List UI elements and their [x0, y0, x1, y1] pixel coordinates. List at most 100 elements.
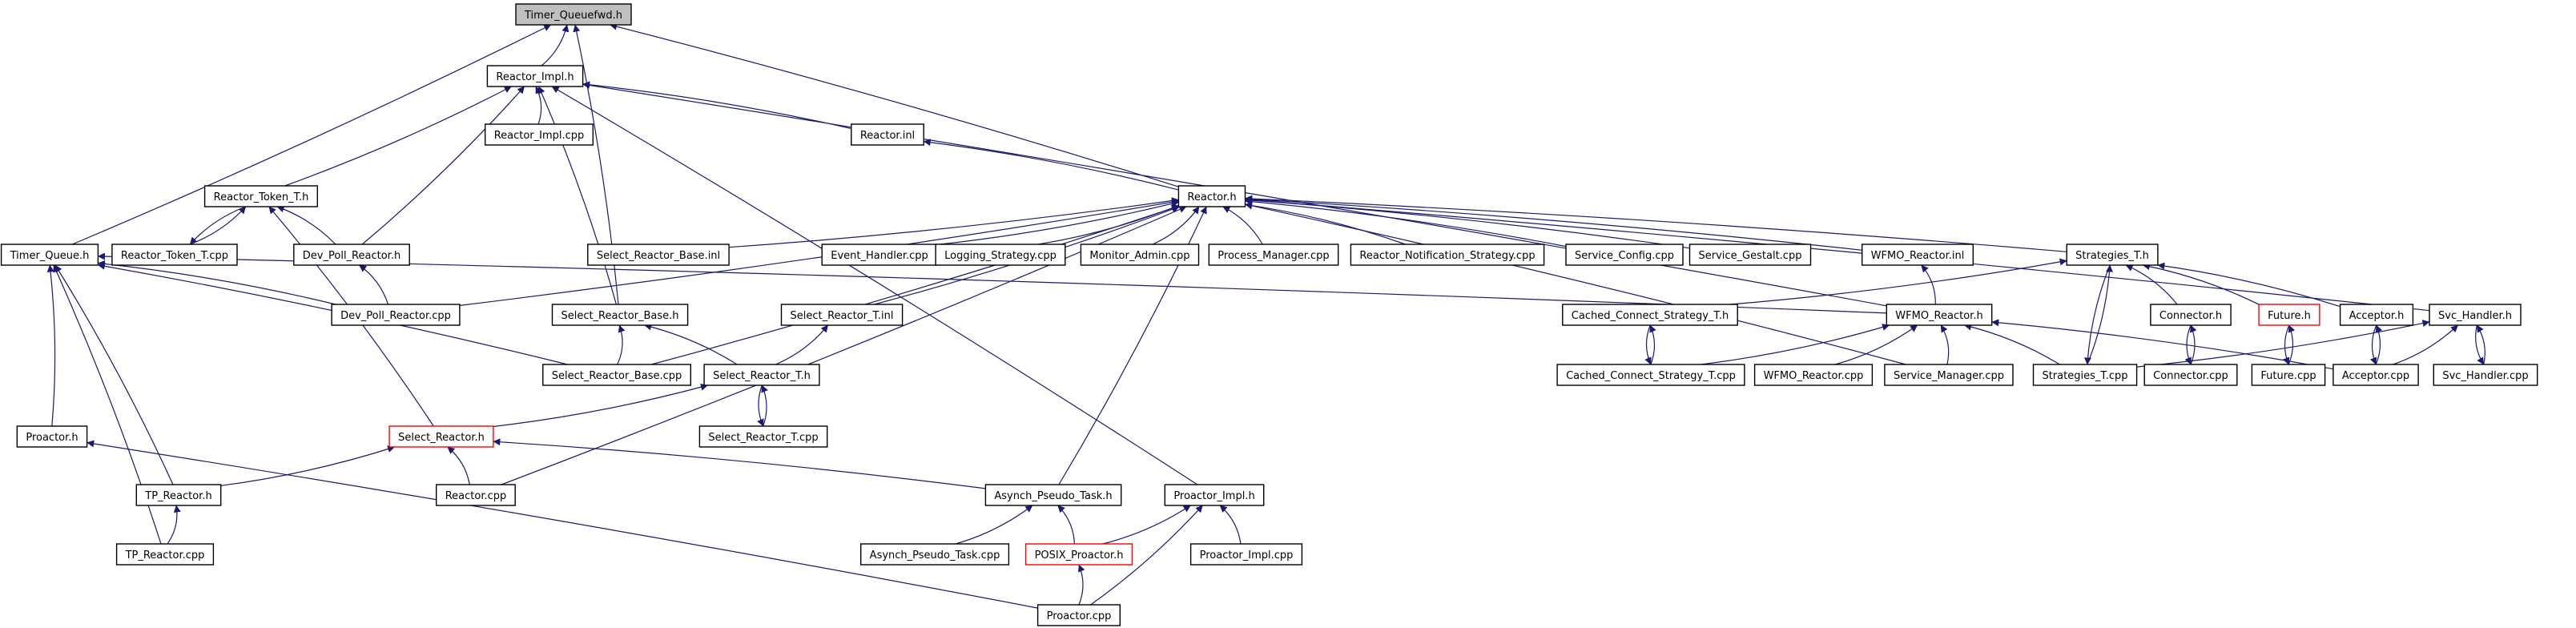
- edge-service-manager-cpp-to-reactor-h: [1245, 202, 1906, 365]
- node-cached-connect-strategy-t-cpp[interactable]: Cached_Connect_Strategy_T.cpp: [1556, 364, 1745, 386]
- node-strategies-t-cpp[interactable]: Strategies_T.cpp: [2032, 364, 2138, 386]
- node-acceptor-cpp[interactable]: Acceptor.cpp: [2332, 364, 2419, 386]
- node-service-manager-cpp[interactable]: Service_Manager.cpp: [1884, 364, 2014, 386]
- node-future-h[interactable]: Future.h: [2258, 304, 2320, 326]
- edge-dev-poll-reactor-h-to-reactor-token-t-h: [276, 205, 336, 245]
- edge-svc-handler-h-to-svc-handler-cpp: [2475, 324, 2485, 365]
- node-proactor-h[interactable]: Proactor.h: [16, 425, 88, 448]
- edge-dev-poll-reactor-cpp-to-reactor-h: [459, 198, 1179, 306]
- node-acceptor-h[interactable]: Acceptor.h: [2339, 304, 2414, 326]
- node-box: [1080, 244, 1200, 266]
- node-timer-queuefwd-h[interactable]: Timer_Queuefwd.h: [515, 3, 632, 26]
- node-asynch-pseudo-task-cpp[interactable]: Asynch_Pseudo_Task.cpp: [859, 543, 1010, 566]
- node-select-reactor-base-inl[interactable]: Select_Reactor_Base.inl: [587, 244, 730, 266]
- node-box: [2032, 364, 2138, 386]
- node-label: Acceptor.h: [2349, 310, 2405, 322]
- node-posix-proactor-h[interactable]: POSIX_Proactor.h: [1024, 543, 1133, 566]
- edge-strategies-t-cpp-to-wfmo-reactor-h: [1964, 323, 2060, 365]
- edge-proactor-cpp-to-proactor-h: [87, 440, 1038, 609]
- node-wfmo-reactor-h[interactable]: WFMO_Reactor.h: [1886, 304, 1993, 326]
- node-label: Event_Handler.cpp: [831, 250, 928, 262]
- node-reactor-token-t-h[interactable]: Reactor_Token_T.h: [203, 185, 319, 207]
- node-reactor-impl-cpp[interactable]: Reactor_Impl.cpp: [485, 123, 594, 146]
- edge-strategies-t-h-to-reactor-h: [1245, 195, 2067, 252]
- node-box: [2258, 304, 2320, 326]
- node-label: Svc_Handler.cpp: [2442, 370, 2528, 382]
- node-label: Connector.cpp: [2153, 370, 2228, 382]
- edge-future-cpp-to-future-h: [2288, 324, 2296, 365]
- node-future-cpp[interactable]: Future.cpp: [2251, 364, 2326, 386]
- node-event-handler-cpp[interactable]: Event_Handler.cpp: [821, 244, 938, 266]
- node-reactor-notification-strategy-cpp[interactable]: Reactor_Notification_Strategy.cpp: [1350, 244, 1545, 266]
- node-label: Select_Reactor_Base.h: [561, 310, 678, 322]
- node-box: [203, 185, 319, 207]
- edge-select-reactor-base-inl-to-reactor-h: [729, 197, 1179, 248]
- node-label: Select_Reactor_Base.cpp: [552, 370, 682, 382]
- node-select-reactor-base-cpp[interactable]: Select_Reactor_Base.cpp: [542, 364, 691, 386]
- node-timer-queue-h[interactable]: Timer_Queue.h: [0, 244, 99, 266]
- node-select-reactor-t-h[interactable]: Select_Reactor_T.h: [703, 364, 820, 386]
- file-nodes: Timer_Queuefwd.hReactor_Impl.hReactor_Im…: [0, 3, 2538, 626]
- node-cached-connect-strategy-t-h[interactable]: Cached_Connect_Strategy_T.h: [1562, 304, 1738, 326]
- node-box: [1208, 244, 1339, 266]
- node-dev-poll-reactor-h[interactable]: Dev_Poll_Reactor.h: [293, 244, 410, 266]
- node-reactor-impl-h[interactable]: Reactor_Impl.h: [486, 65, 584, 87]
- edge-cached-connect-strategy-t-h-to-cached-connect-strategy-t-cpp: [1644, 324, 1652, 365]
- edge-strategies-t-cpp-to-svc-handler-h: [2136, 320, 2430, 368]
- node-monitor-admin-cpp[interactable]: Monitor_Admin.cpp: [1080, 244, 1200, 266]
- edge-timer-queue-h-to-timer-queuefwd-h: [72, 24, 552, 245]
- node-strategies-t-h[interactable]: Strategies_T.h: [2066, 244, 2159, 266]
- node-label: Select_Reactor_T.h: [713, 370, 811, 382]
- node-proactor-cpp[interactable]: Proactor.cpp: [1036, 604, 1121, 626]
- edge-process-manager-cpp-to-reactor-h: [1222, 206, 1263, 245]
- node-select-reactor-t-inl[interactable]: Select_Reactor_T.inl: [780, 304, 904, 326]
- node-box: [2332, 364, 2419, 386]
- node-box: [1886, 304, 1993, 326]
- edge-proactor-h-to-timer-queue-h: [46, 264, 56, 427]
- edge-acceptor-h-to-strategies-t-h: [2157, 262, 2341, 308]
- edge-wfmo-reactor-inl-to-reactor-h: [1245, 195, 1862, 251]
- node-label: WFMO_Reactor.cpp: [1764, 370, 1864, 382]
- node-service-gestalt-cpp[interactable]: Service_Gestalt.cpp: [1688, 244, 1812, 266]
- node-box: [1177, 185, 1246, 207]
- node-connector-h[interactable]: Connector.h: [2150, 304, 2232, 326]
- node-label: Service_Gestalt.cpp: [1699, 250, 1802, 262]
- node-connector-cpp[interactable]: Connector.cpp: [2143, 364, 2238, 386]
- node-svc-handler-cpp[interactable]: Svc_Handler.cpp: [2433, 364, 2538, 386]
- node-dev-poll-reactor-cpp[interactable]: Dev_Poll_Reactor.cpp: [331, 304, 461, 326]
- node-reactor-cpp[interactable]: Reactor.cpp: [436, 484, 516, 506]
- node-tp-reactor-cpp[interactable]: TP_Reactor.cpp: [115, 543, 215, 566]
- node-select-reactor-base-h[interactable]: Select_Reactor_Base.h: [551, 304, 689, 326]
- node-label: Service_Config.cpp: [1575, 250, 1674, 262]
- node-reactor-inl[interactable]: Reactor.inl: [851, 123, 924, 146]
- node-box: [0, 244, 99, 266]
- node-reactor-h[interactable]: Reactor.h: [1177, 185, 1246, 207]
- node-box: [16, 425, 88, 448]
- node-label: TP_Reactor.h: [144, 490, 211, 502]
- node-logging-strategy-cpp[interactable]: Logging_Strategy.cpp: [935, 244, 1066, 266]
- node-proactor-impl-cpp[interactable]: Proactor_Impl.cpp: [1189, 543, 1303, 566]
- edge-select-reactor-t-cpp-to-select-reactor-t-h: [761, 384, 768, 427]
- edge-tp-reactor-h-to-select-reactor-h: [220, 445, 396, 486]
- node-wfmo-reactor-cpp[interactable]: WFMO_Reactor.cpp: [1753, 364, 1874, 386]
- node-svc-handler-h[interactable]: Svc_Handler.h: [2429, 304, 2522, 326]
- node-process-manager-cpp[interactable]: Process_Manager.cpp: [1208, 244, 1339, 266]
- node-box: [2429, 304, 2522, 326]
- node-label: Proactor.h: [26, 432, 78, 444]
- node-box: [1688, 244, 1812, 266]
- node-select-reactor-t-cpp[interactable]: Select_Reactor_T.cpp: [698, 425, 828, 448]
- node-tp-reactor-h[interactable]: TP_Reactor.h: [135, 484, 222, 506]
- node-service-config-cpp[interactable]: Service_Config.cpp: [1565, 244, 1684, 266]
- node-box: [2150, 304, 2232, 326]
- node-label: TP_Reactor.cpp: [125, 550, 205, 562]
- node-box: [1861, 244, 1974, 266]
- node-wfmo-reactor-inl[interactable]: WFMO_Reactor.inl: [1861, 244, 1974, 266]
- node-box: [1036, 604, 1121, 626]
- node-label: Connector.h: [2159, 310, 2222, 322]
- node-label: Reactor_Token_T.h: [214, 191, 309, 203]
- node-select-reactor-h[interactable]: Select_Reactor.h: [388, 425, 494, 448]
- edge-proactor-impl-h-to-reactor-impl-h: [551, 86, 1198, 485]
- node-reactor-token-t-cpp[interactable]: Reactor_Token_T.cpp: [111, 244, 238, 266]
- node-asynch-pseudo-task-h[interactable]: Asynch_Pseudo_Task.h: [984, 484, 1122, 506]
- node-proactor-impl-h[interactable]: Proactor_Impl.h: [1164, 484, 1265, 506]
